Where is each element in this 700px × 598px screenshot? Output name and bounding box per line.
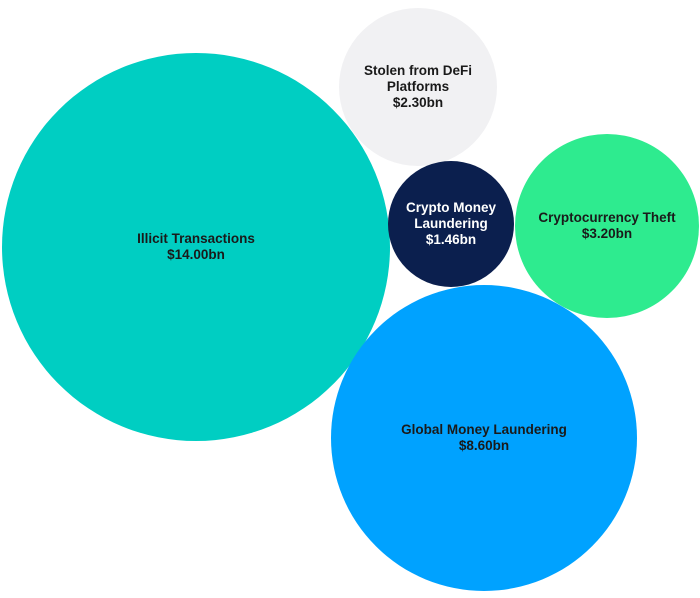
bubble-name-crypto-ml-line-2: Laundering <box>414 216 488 231</box>
bubble-name-theft: Cryptocurrency Theft <box>538 210 676 225</box>
bubble-value-global-ml: $8.60bn <box>459 438 509 453</box>
bubble-label-global-ml: Global Money Laundering$8.60bn <box>401 422 567 453</box>
bubble-circle-theft <box>515 134 699 318</box>
bubble-name-crypto-ml-line-1: Crypto Money <box>406 200 496 215</box>
bubble-circle-crypto-ml <box>388 161 514 287</box>
bubble-circle-defi <box>339 8 497 166</box>
bubble-illicit: Illicit Transactions$14.00bn <box>2 53 390 441</box>
bubble-value-theft: $3.20bn <box>582 226 632 241</box>
bubble-label-illicit: Illicit Transactions$14.00bn <box>137 231 255 262</box>
bubble-value-defi: $2.30bn <box>393 95 443 110</box>
bubble-name-defi-line-1: Stolen from DeFi <box>364 63 472 78</box>
bubble-name-global-ml: Global Money Laundering <box>401 422 567 437</box>
bubble-value-crypto-ml: $1.46bn <box>426 232 476 247</box>
bubble-global-ml: Global Money Laundering$8.60bn <box>331 285 637 591</box>
bubble-name-defi-line-2: Platforms <box>387 79 449 94</box>
bubble-circle-illicit <box>2 53 390 441</box>
bubble-circle-global-ml <box>331 285 637 591</box>
bubble-name-illicit: Illicit Transactions <box>137 231 255 246</box>
bubble-value-illicit: $14.00bn <box>167 247 225 262</box>
bubble-label-theft: Cryptocurrency Theft$3.20bn <box>538 210 676 241</box>
bubble-theft: Cryptocurrency Theft$3.20bn <box>515 134 699 318</box>
